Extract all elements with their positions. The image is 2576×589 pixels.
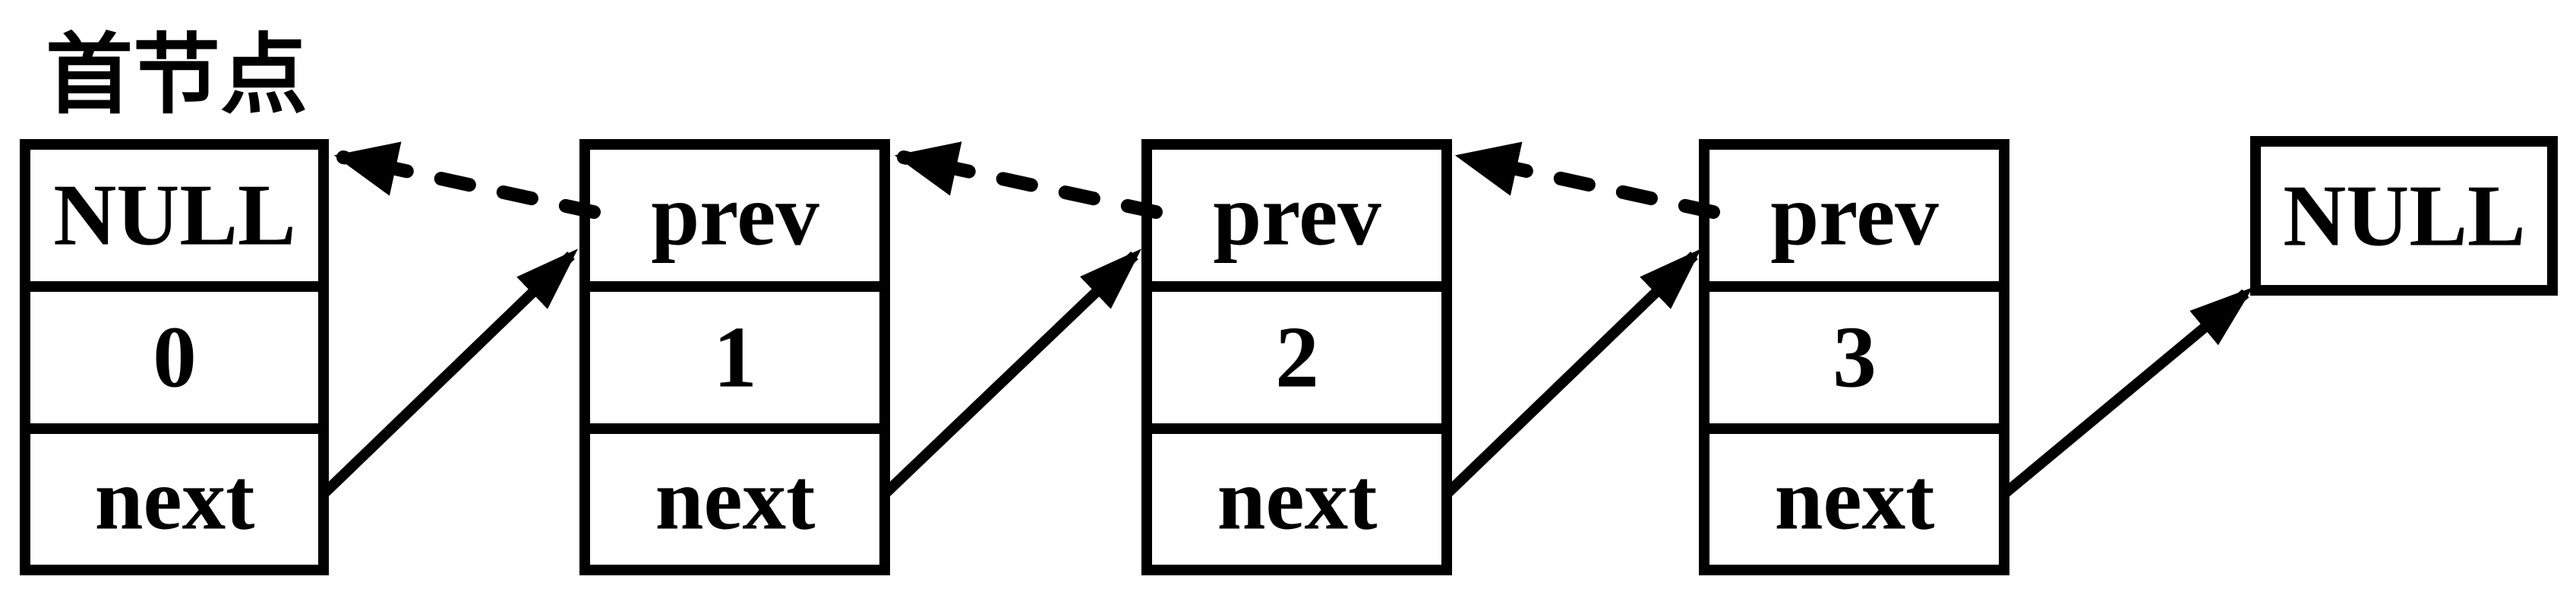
next-cell: [20, 423, 329, 575]
prev-cell-label: prev: [1213, 167, 1381, 264]
next-pointer-arrow-3: [2000, 287, 2253, 499]
prev-cell: [579, 139, 890, 292]
data-cell-label: 3: [1833, 309, 1877, 406]
next-pointer-arrow-1: [881, 249, 1142, 499]
prev-pointer-arrow-1: [333, 141, 601, 219]
next-pointer-arrow-2: [1443, 249, 1702, 499]
list-node-3: prev 3 next: [1699, 139, 2009, 575]
next-cell-label: next: [1217, 451, 1378, 548]
prev-pointer-arrow-3: [1454, 141, 1720, 219]
prev-cell-label: NULL: [53, 167, 296, 264]
data-cell-label: 1: [713, 309, 757, 406]
next-cell: [1141, 423, 1452, 575]
next-cell: [1699, 423, 2009, 575]
tail-null-node: NULL: [2250, 136, 2558, 296]
prev-pointer-arrow-2: [894, 141, 1163, 219]
data-cell-label: 2: [1275, 309, 1319, 406]
tail-null-label: NULL: [2283, 168, 2526, 264]
next-cell-label: next: [95, 451, 255, 548]
head-pointer-label: 首节点: [46, 27, 308, 124]
list-node-2: prev 2 next: [1141, 139, 1452, 575]
next-cell: [579, 423, 890, 575]
data-cell: [1141, 281, 1452, 434]
data-cell-label: 0: [153, 309, 197, 406]
next-cell-label: next: [655, 451, 816, 548]
list-node-1: prev 1 next: [579, 139, 890, 575]
tail-null-box: [2250, 136, 2558, 296]
next-pointer-arrow-0: [320, 249, 579, 499]
next-cell-label: next: [1775, 451, 1935, 548]
list-node-0: NULL 0 next: [20, 139, 329, 575]
prev-cell-label: prev: [1770, 167, 1939, 264]
prev-cell-label: prev: [651, 167, 819, 264]
